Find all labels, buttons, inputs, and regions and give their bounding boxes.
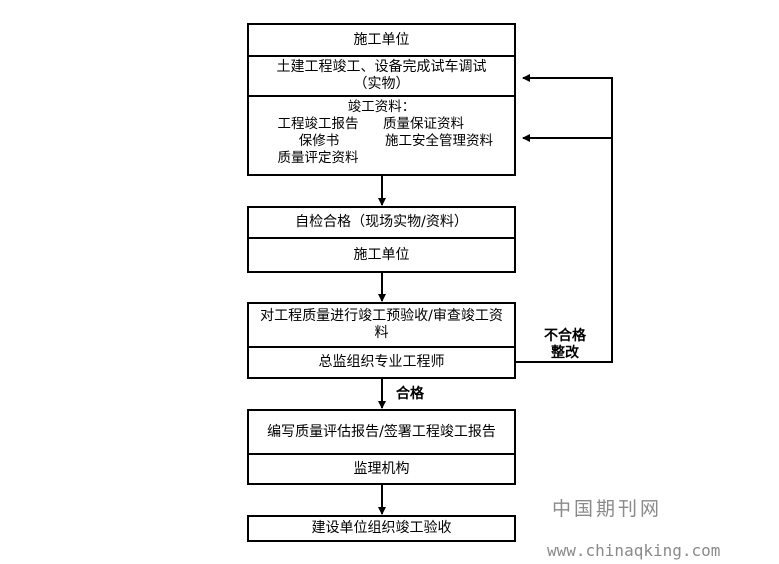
materials-row: 质量评定资料 xyxy=(253,150,510,167)
feedback-path xyxy=(514,77,613,363)
box3-actor: 总监组织专业工程师 xyxy=(318,354,445,370)
fail-label: 不合格 整改 xyxy=(544,328,586,361)
box3-step: 对工程质量进行竣工预验收/审查竣工资料 xyxy=(249,304,514,348)
material-item: 施工安全管理资料 xyxy=(385,133,493,149)
watermark-url: www.chinaqking.com xyxy=(547,541,721,560)
box2-step: 自检合格（现场实物/资料） xyxy=(249,208,514,239)
material-item: 质量保证资料 xyxy=(383,116,464,132)
box4-actor: 监理机构 xyxy=(353,460,410,477)
materials-heading: 竣工资料： xyxy=(347,99,416,115)
materials-row: 工程竣工报告 质量保证资料 xyxy=(253,116,510,133)
materials-row: 保修书 施工安全管理资料 xyxy=(253,133,510,150)
box1-title: 施工单位 xyxy=(249,25,514,57)
box4-step: 编写质量评估报告/签署工程竣工报告 xyxy=(249,411,514,455)
flow-box-4: 编写质量评估报告/签署工程竣工报告 监理机构 xyxy=(247,409,516,485)
flow-box-2: 自检合格（现场实物/资料） 施工单位 xyxy=(247,206,516,273)
material-item: 保修书 xyxy=(298,133,340,149)
pass-label: 合格 xyxy=(396,386,424,402)
flow-box-1: 施工单位 土建工程竣工、设备完成试车调试（实物） 竣工资料： 工程竣工报告 质量… xyxy=(247,23,516,176)
flow-box-5: 建设单位组织竣工验收 xyxy=(247,515,516,542)
box5-step: 建设单位组织竣工验收 xyxy=(311,520,452,536)
box1-step: 土建工程竣工、设备完成试车调试（实物） xyxy=(249,57,514,97)
flow-box-3: 对工程质量进行竣工预验收/审查竣工资料 总监组织专业工程师 xyxy=(247,302,516,379)
box1-materials: 竣工资料： 工程竣工报告 质量保证资料 保修书 施工安全管理资料 质量评定资料 xyxy=(249,97,514,174)
material-item: 质量评定资料 xyxy=(277,150,359,166)
box2-actor: 施工单位 xyxy=(353,246,410,263)
material-item: 工程竣工报告 xyxy=(277,116,359,132)
watermark-cn: 中国期刊网 xyxy=(552,498,663,520)
